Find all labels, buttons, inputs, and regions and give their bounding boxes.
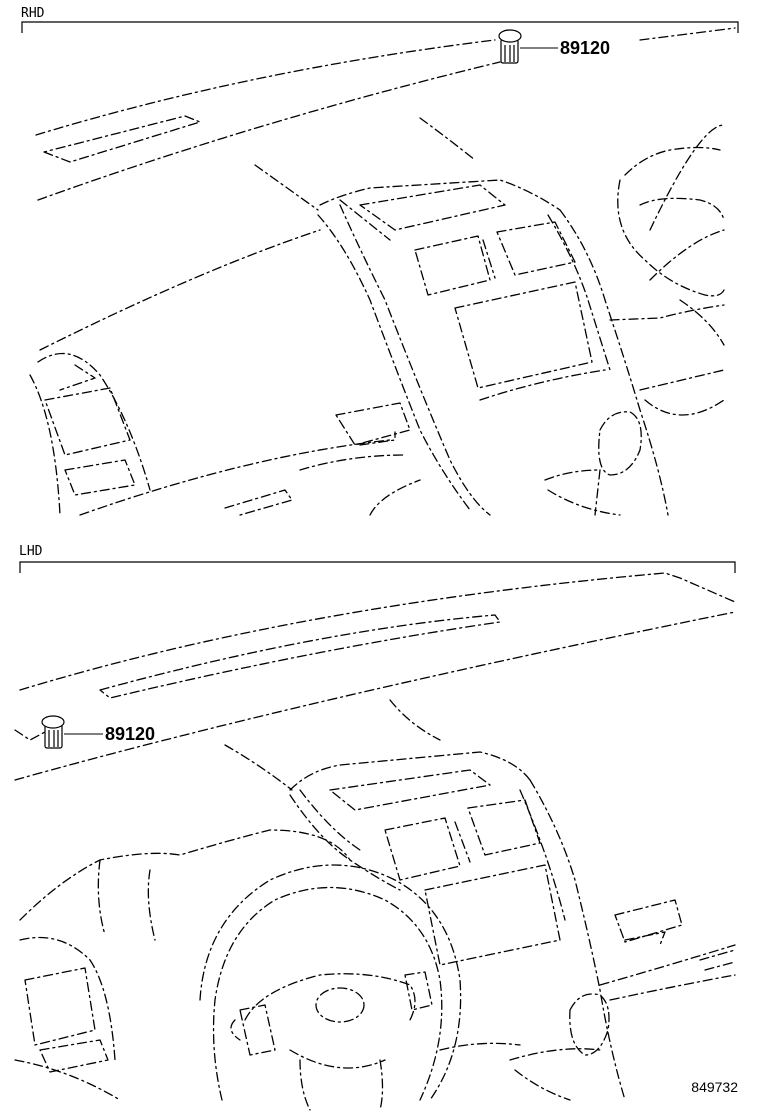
rhd-section: RHD [21, 6, 739, 516]
lhd-clip-part [41, 715, 65, 749]
rhd-part-number: 89120 [560, 38, 610, 58]
rhd-section-label: RHD [21, 6, 45, 21]
lhd-bracket [19, 561, 736, 573]
rhd-dashboard-outline [29, 27, 736, 516]
lhd-part-number: 89120 [105, 724, 155, 744]
figure-reference: 849732 [691, 1079, 738, 1095]
lhd-section-label: LHD [19, 544, 43, 559]
rhd-clip-part [498, 29, 522, 64]
lhd-dashboard-outline [14, 572, 736, 1111]
rhd-bracket [21, 21, 739, 33]
lhd-section: LHD [14, 544, 736, 1111]
